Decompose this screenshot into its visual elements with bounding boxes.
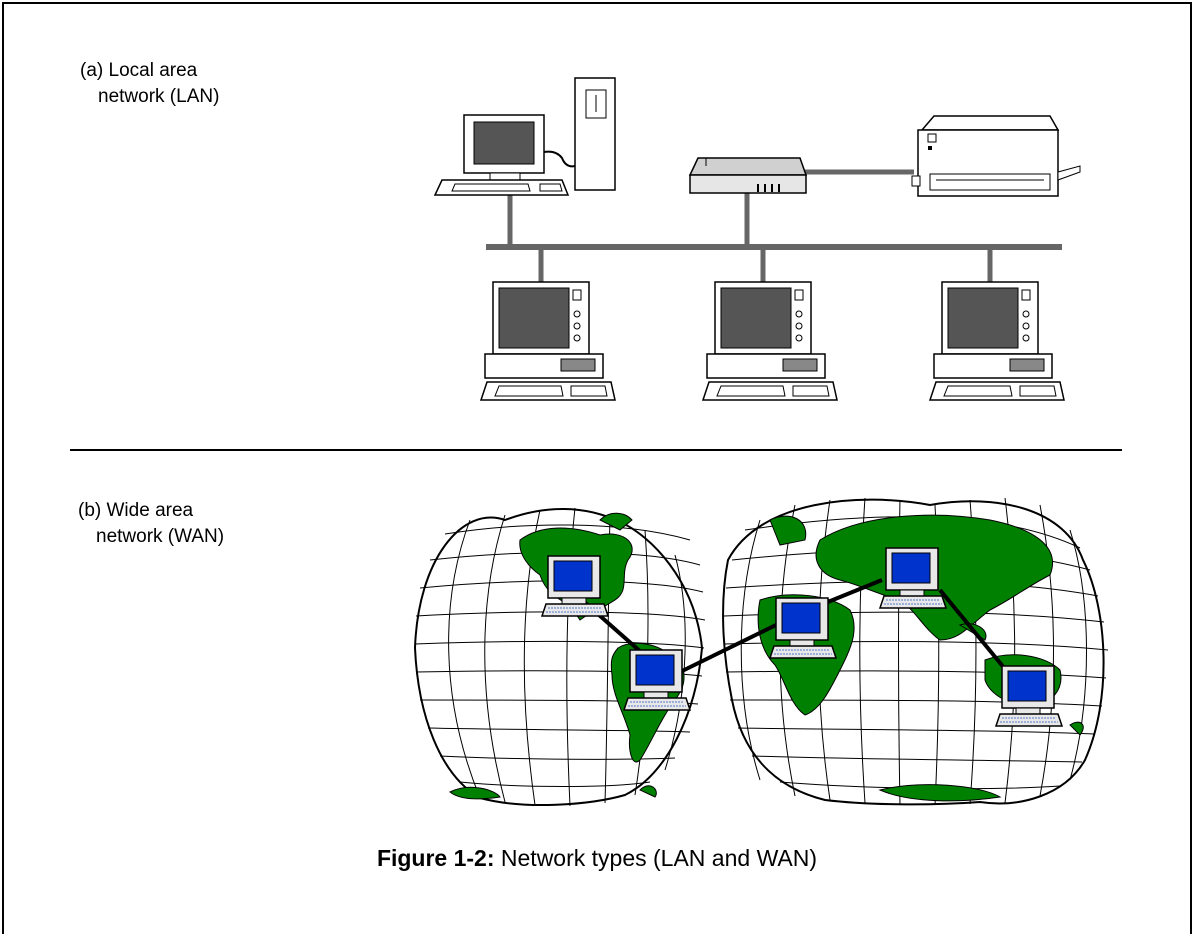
- wan-computer-icon: [623, 649, 691, 711]
- caption-text: Network types (LAN and WAN): [500, 845, 818, 871]
- server-computer-icon: [433, 77, 616, 196]
- wan-diagram: [413, 497, 1109, 807]
- lan-label-line2: network (LAN): [98, 86, 220, 107]
- wan-label-line2: network (WAN): [96, 526, 225, 547]
- wan-panel-label: (b) Wide area network (WAN): [78, 498, 224, 550]
- lan-label-line1: (a) Local area: [80, 60, 198, 81]
- client-computer-icon: [929, 281, 1065, 401]
- panel-divider: [70, 449, 1122, 451]
- lan-diagram: [433, 77, 1081, 401]
- world-map-icon: [413, 497, 1109, 807]
- client-computer-icon: [702, 281, 838, 401]
- lan-panel-label: (a) Local area network (LAN): [80, 58, 219, 110]
- hub-icon: [688, 157, 808, 194]
- wan-label-line1: (b) Wide area: [78, 500, 194, 521]
- wan-computer-icon: [541, 555, 609, 617]
- printer-icon: [911, 115, 1081, 197]
- wan-computer-icon: [879, 547, 947, 609]
- figure-caption: Figure 1-2: Network types (LAN and WAN): [0, 845, 1194, 872]
- client-computer-icon: [480, 281, 616, 401]
- caption-prefix: Figure 1-2:: [376, 845, 495, 871]
- wan-computer-icon: [995, 665, 1063, 727]
- wan-computer-icon: [769, 597, 837, 659]
